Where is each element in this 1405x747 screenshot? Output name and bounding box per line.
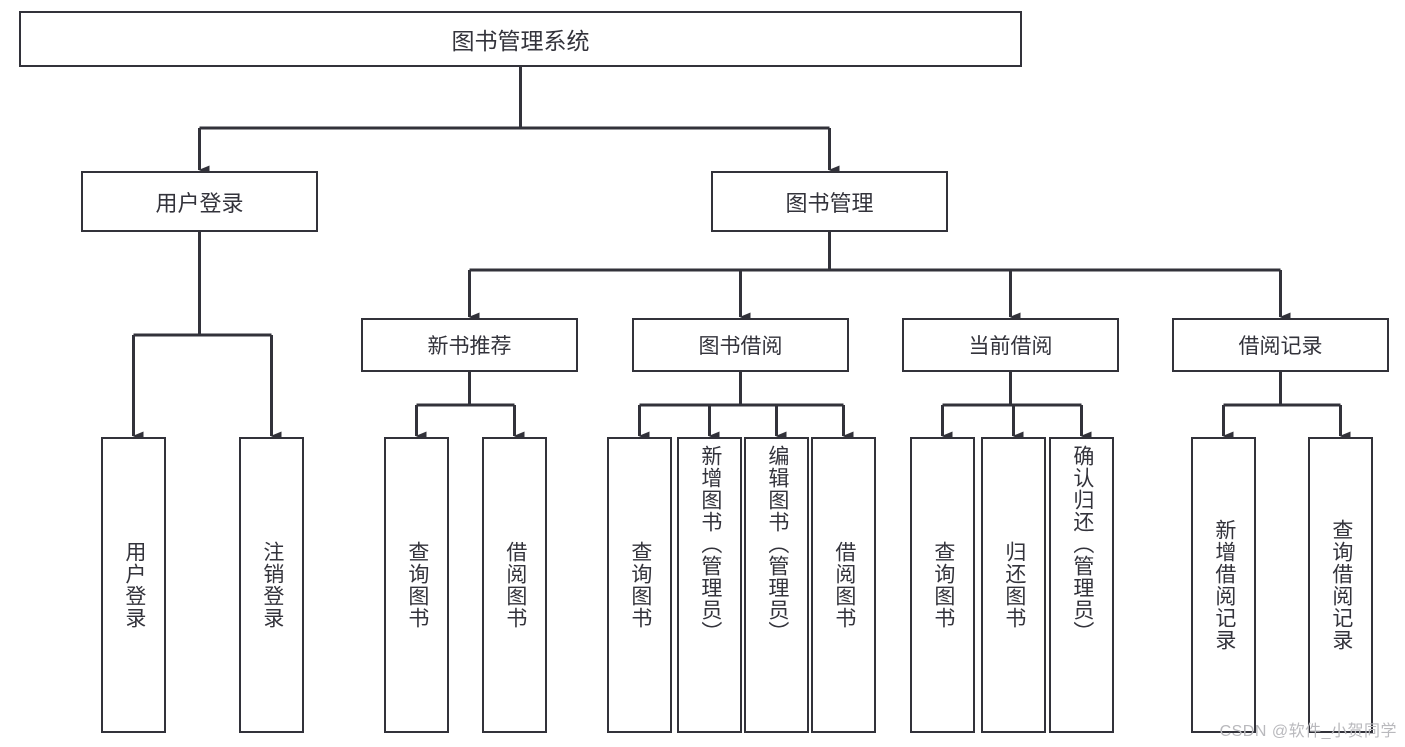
node-leaf-add-book-admin[interactable]: 新增图书（管理员） <box>677 437 742 733</box>
node-book-manage[interactable]: 图书管理 <box>711 171 948 232</box>
node-leaf-add-borrow-record[interactable]: 新增借阅记录 <box>1191 437 1256 733</box>
node-label: 查询图书 <box>405 541 429 629</box>
node-leaf-query-book-current[interactable]: 查询图书 <box>910 437 975 733</box>
node-leaf-return-book[interactable]: 归还图书 <box>981 437 1046 733</box>
node-label: 新增图书（管理员） <box>698 445 722 643</box>
node-leaf-query-book-recommend[interactable]: 查询图书 <box>384 437 449 733</box>
node-leaf-edit-book-admin[interactable]: 编辑图书（管理员） <box>744 437 809 733</box>
node-label: 当前借阅 <box>968 335 1053 358</box>
node-leaf-query-borrow-record[interactable]: 查询借阅记录 <box>1308 437 1373 733</box>
node-label: 查询图书 <box>931 541 955 629</box>
node-label: 用户登录 <box>122 541 146 629</box>
node-leaf-user-login[interactable]: 用户登录 <box>101 437 166 733</box>
node-label: 注销登录 <box>260 541 284 629</box>
node-leaf-borrow-book-recommend[interactable]: 借阅图书 <box>482 437 547 733</box>
node-label: 查询图书 <box>628 541 652 629</box>
node-label: 图书管理 <box>785 190 874 216</box>
node-leaf-borrow-book[interactable]: 借阅图书 <box>811 437 876 733</box>
node-leaf-confirm-return-admin[interactable]: 确认归还（管理员） <box>1049 437 1114 733</box>
node-label: 借阅记录 <box>1238 335 1323 358</box>
node-label: 新增借阅记录 <box>1212 519 1236 651</box>
node-book-borrow[interactable]: 图书借阅 <box>632 318 849 372</box>
node-label: 编辑图书（管理员） <box>765 445 789 643</box>
node-leaf-query-book-borrow[interactable]: 查询图书 <box>607 437 672 733</box>
node-label: 借阅图书 <box>832 541 856 629</box>
node-new-book-recommend[interactable]: 新书推荐 <box>361 318 578 372</box>
node-label: 查询借阅记录 <box>1329 519 1353 651</box>
node-label: 新书推荐 <box>427 335 512 358</box>
node-label: 图书管理系统 <box>451 28 590 54</box>
node-root-title[interactable]: 图书管理系统 <box>19 11 1022 67</box>
node-label: 确认归还（管理员） <box>1070 445 1094 643</box>
node-borrow-record[interactable]: 借阅记录 <box>1172 318 1389 372</box>
csdn-watermark: CSDN @软件_小贺同学 <box>1219 723 1397 740</box>
node-leaf-user-logout[interactable]: 注销登录 <box>239 437 304 733</box>
node-user-login[interactable]: 用户登录 <box>81 171 318 232</box>
node-label: 借阅图书 <box>503 541 527 629</box>
node-label: 图书借阅 <box>698 335 783 358</box>
node-current-borrow[interactable]: 当前借阅 <box>902 318 1119 372</box>
node-label: 用户登录 <box>155 190 244 216</box>
node-label: 归还图书 <box>1002 541 1026 629</box>
